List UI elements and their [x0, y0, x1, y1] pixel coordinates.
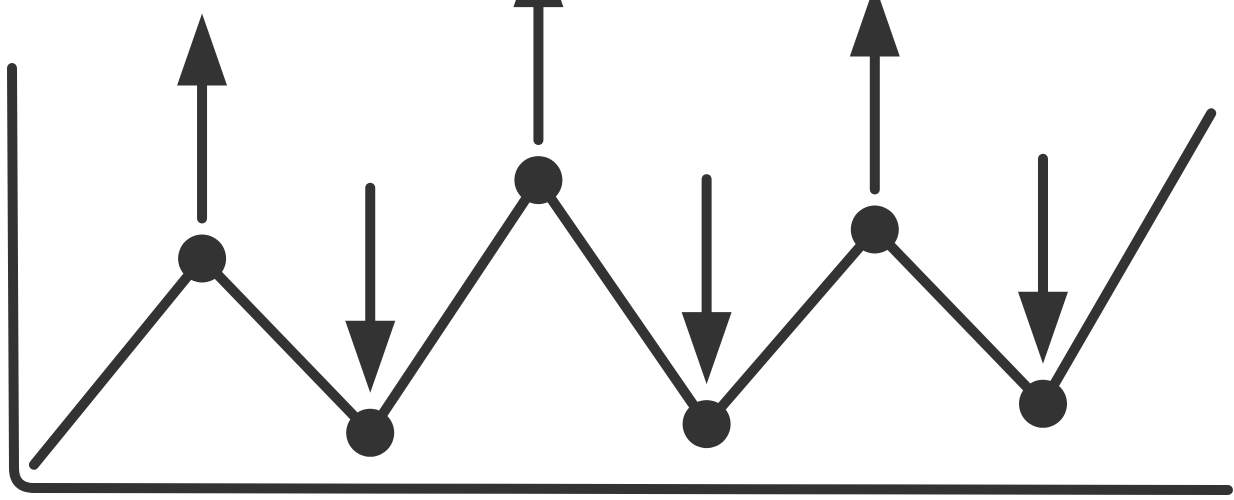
- arrow-down-icon: [681, 174, 732, 385]
- arrow-up-icon: [513, 0, 564, 146]
- arrow-head: [1017, 291, 1068, 364]
- axes: [7, 63, 1233, 495]
- series-layer: [28, 108, 1217, 470]
- arrow-up-icon: [849, 0, 900, 195]
- data-point: [1019, 379, 1067, 428]
- point-layer: [178, 156, 1067, 457]
- arrow-head: [849, 0, 900, 57]
- arrow-head: [345, 320, 396, 393]
- arrow-down-icon: [1017, 153, 1068, 364]
- data-point: [682, 400, 731, 449]
- arrow-head: [177, 13, 228, 86]
- arrow-down-icon: [345, 182, 396, 393]
- arrow-head: [513, 0, 564, 8]
- data-point: [514, 156, 563, 205]
- arrow-head: [681, 312, 732, 385]
- data-point: [178, 234, 227, 283]
- series-line: [28, 108, 1217, 470]
- axis-lines: [7, 63, 1233, 495]
- arrow-layer: [177, 0, 1068, 393]
- data-point: [346, 408, 395, 457]
- arrow-up-icon: [177, 13, 228, 224]
- data-point: [850, 205, 899, 254]
